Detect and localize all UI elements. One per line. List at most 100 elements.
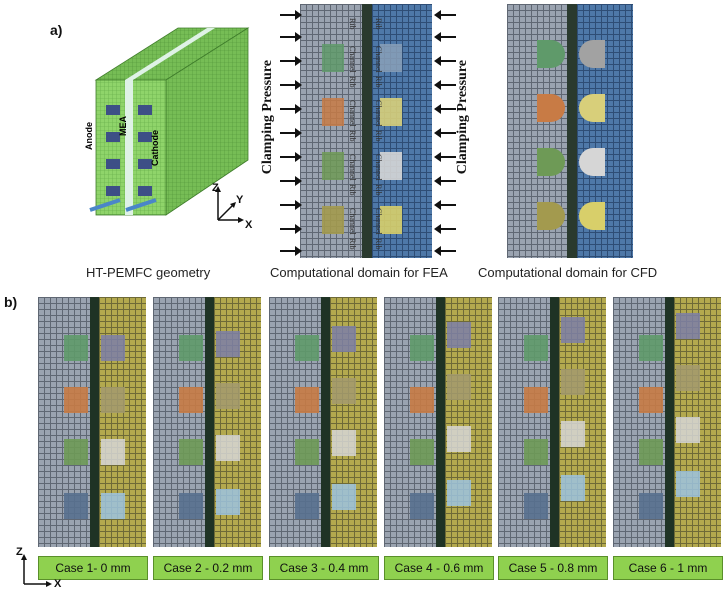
case-cathode-channel: [216, 489, 240, 515]
cfd-channel-1: [537, 40, 565, 68]
fea-right-label-2: Channel: [374, 46, 383, 73]
clamping-arrow-right-10: [434, 224, 456, 234]
geometry-axis-y: Y: [236, 194, 244, 206]
case-strip-3: [269, 297, 377, 547]
cfd-channel-5: [579, 40, 605, 68]
clamping-arrow-right-2: [434, 32, 456, 42]
panel-b-axis-z: Z: [16, 546, 23, 558]
fea-right-label-6: Channel: [374, 154, 383, 181]
case-cathode-channel: [676, 365, 700, 391]
clamping-arrow-left-5: [280, 104, 302, 114]
fea-membrane: [362, 4, 372, 258]
case-cathode-channel: [676, 471, 700, 497]
case-anode-channel: [410, 439, 434, 465]
cfd-channel-4: [537, 202, 565, 230]
clamping-arrow-right-8: [434, 176, 456, 186]
case-anode-channel: [524, 387, 548, 413]
anode-label: Anode: [84, 122, 94, 150]
panel-a-label: a): [50, 22, 63, 38]
cfd-membrane: [567, 4, 577, 258]
case-cathode-channel: [676, 417, 700, 443]
clamping-arrow-left-2: [280, 32, 302, 42]
fea-channel-3: [322, 152, 344, 180]
fea-right-label-8: Channel: [374, 208, 383, 235]
clamping-arrow-left-3: [280, 56, 302, 66]
cfd-channel-8: [579, 202, 605, 230]
fea-caption: Computational domain for FEA: [270, 265, 448, 280]
cfd-caption: Computational domain for CFD: [478, 265, 658, 280]
case-cathode-channel: [101, 493, 125, 519]
geometry-axis-x: X: [245, 219, 253, 231]
clamping-arrow-right-6: [434, 128, 456, 138]
panel-b-label: b): [4, 294, 18, 310]
case-membrane: [436, 297, 445, 547]
case-cathode-channel: [101, 335, 125, 361]
cfd-domain: [507, 4, 633, 258]
case-strip-2: [153, 297, 261, 547]
cfd-channel-6: [579, 94, 605, 122]
case-anode-channel: [639, 493, 663, 519]
clamping-arrow-left-7: [280, 152, 302, 162]
case-anode-channel: [639, 335, 663, 361]
case-anode-channel: [410, 493, 434, 519]
fea-left-label-6: Channel: [348, 154, 357, 181]
fea-right-label-1: Rib: [374, 18, 383, 30]
case-anode-channel: [64, 493, 88, 519]
case-anode-channel: [295, 493, 319, 519]
case-cathode-channel: [676, 313, 700, 339]
clamping-arrow-left-6: [280, 128, 302, 138]
cfd-channel-2: [537, 94, 565, 122]
fea-left-label-2: Channel: [348, 46, 357, 73]
fea-right-label-9: Rib: [374, 238, 383, 250]
fea-left-label-1: Rib: [348, 18, 357, 30]
clamping-arrow-right-7: [434, 152, 456, 162]
fea-channel-6: [380, 98, 402, 126]
fea-channel-4: [322, 206, 344, 234]
case-strip-1: [38, 297, 146, 547]
case-cathode-channel: [561, 369, 585, 395]
panel-b-axes-icon: [21, 554, 52, 587]
case-cathode-channel: [332, 430, 356, 456]
case-anode-channel: [295, 439, 319, 465]
case-cathode-channel: [216, 331, 240, 357]
cfd-channel-7: [579, 148, 605, 176]
case-anode-channel: [64, 335, 88, 361]
clamping-arrow-left-8: [280, 176, 302, 186]
case-label-5: Case 5 - 0.8 mm: [498, 556, 608, 580]
clamping-arrow-right-11: [434, 246, 456, 256]
case-anode-channel: [410, 387, 434, 413]
clamping-arrow-right-9: [434, 200, 456, 210]
case-label-4: Case 4 - 0.6 mm: [384, 556, 494, 580]
clamping-pressure-left: Clamping Pressure: [260, 60, 275, 175]
case-strip-6: [613, 297, 721, 547]
case-membrane: [321, 297, 330, 547]
mea-label: MEA: [118, 116, 128, 136]
case-anode-channel: [64, 387, 88, 413]
case-cathode-channel: [561, 421, 585, 447]
case-cathode-channel: [332, 326, 356, 352]
case-cathode-channel: [332, 378, 356, 404]
cfd-channel-3: [537, 148, 565, 176]
case-cathode-channel: [101, 439, 125, 465]
case-membrane: [665, 297, 674, 547]
case-anode-channel: [524, 439, 548, 465]
case-anode-channel: [179, 493, 203, 519]
case-label-2: Case 2 - 0.2 mm: [153, 556, 263, 580]
case-cathode-channel: [216, 383, 240, 409]
case-anode-channel: [410, 335, 434, 361]
case-anode-channel: [524, 335, 548, 361]
case-anode-channel: [64, 439, 88, 465]
fea-channel-5: [380, 44, 402, 72]
clamping-arrow-left-11: [280, 246, 302, 256]
case-anode-channel: [639, 387, 663, 413]
case-strip-5: [498, 297, 606, 547]
geometry-axes-icon: [215, 186, 244, 223]
cfd-cathode-mesh: [577, 4, 633, 258]
geometry-caption: HT-PEMFC geometry: [86, 265, 211, 280]
case-anode-channel: [524, 493, 548, 519]
clamping-pressure-right: Clamping Pressure: [455, 60, 470, 175]
case-cathode-channel: [216, 435, 240, 461]
case-anode-channel: [179, 387, 203, 413]
clamping-arrow-right-5: [434, 104, 456, 114]
clamping-arrow-left-1: [280, 10, 302, 20]
